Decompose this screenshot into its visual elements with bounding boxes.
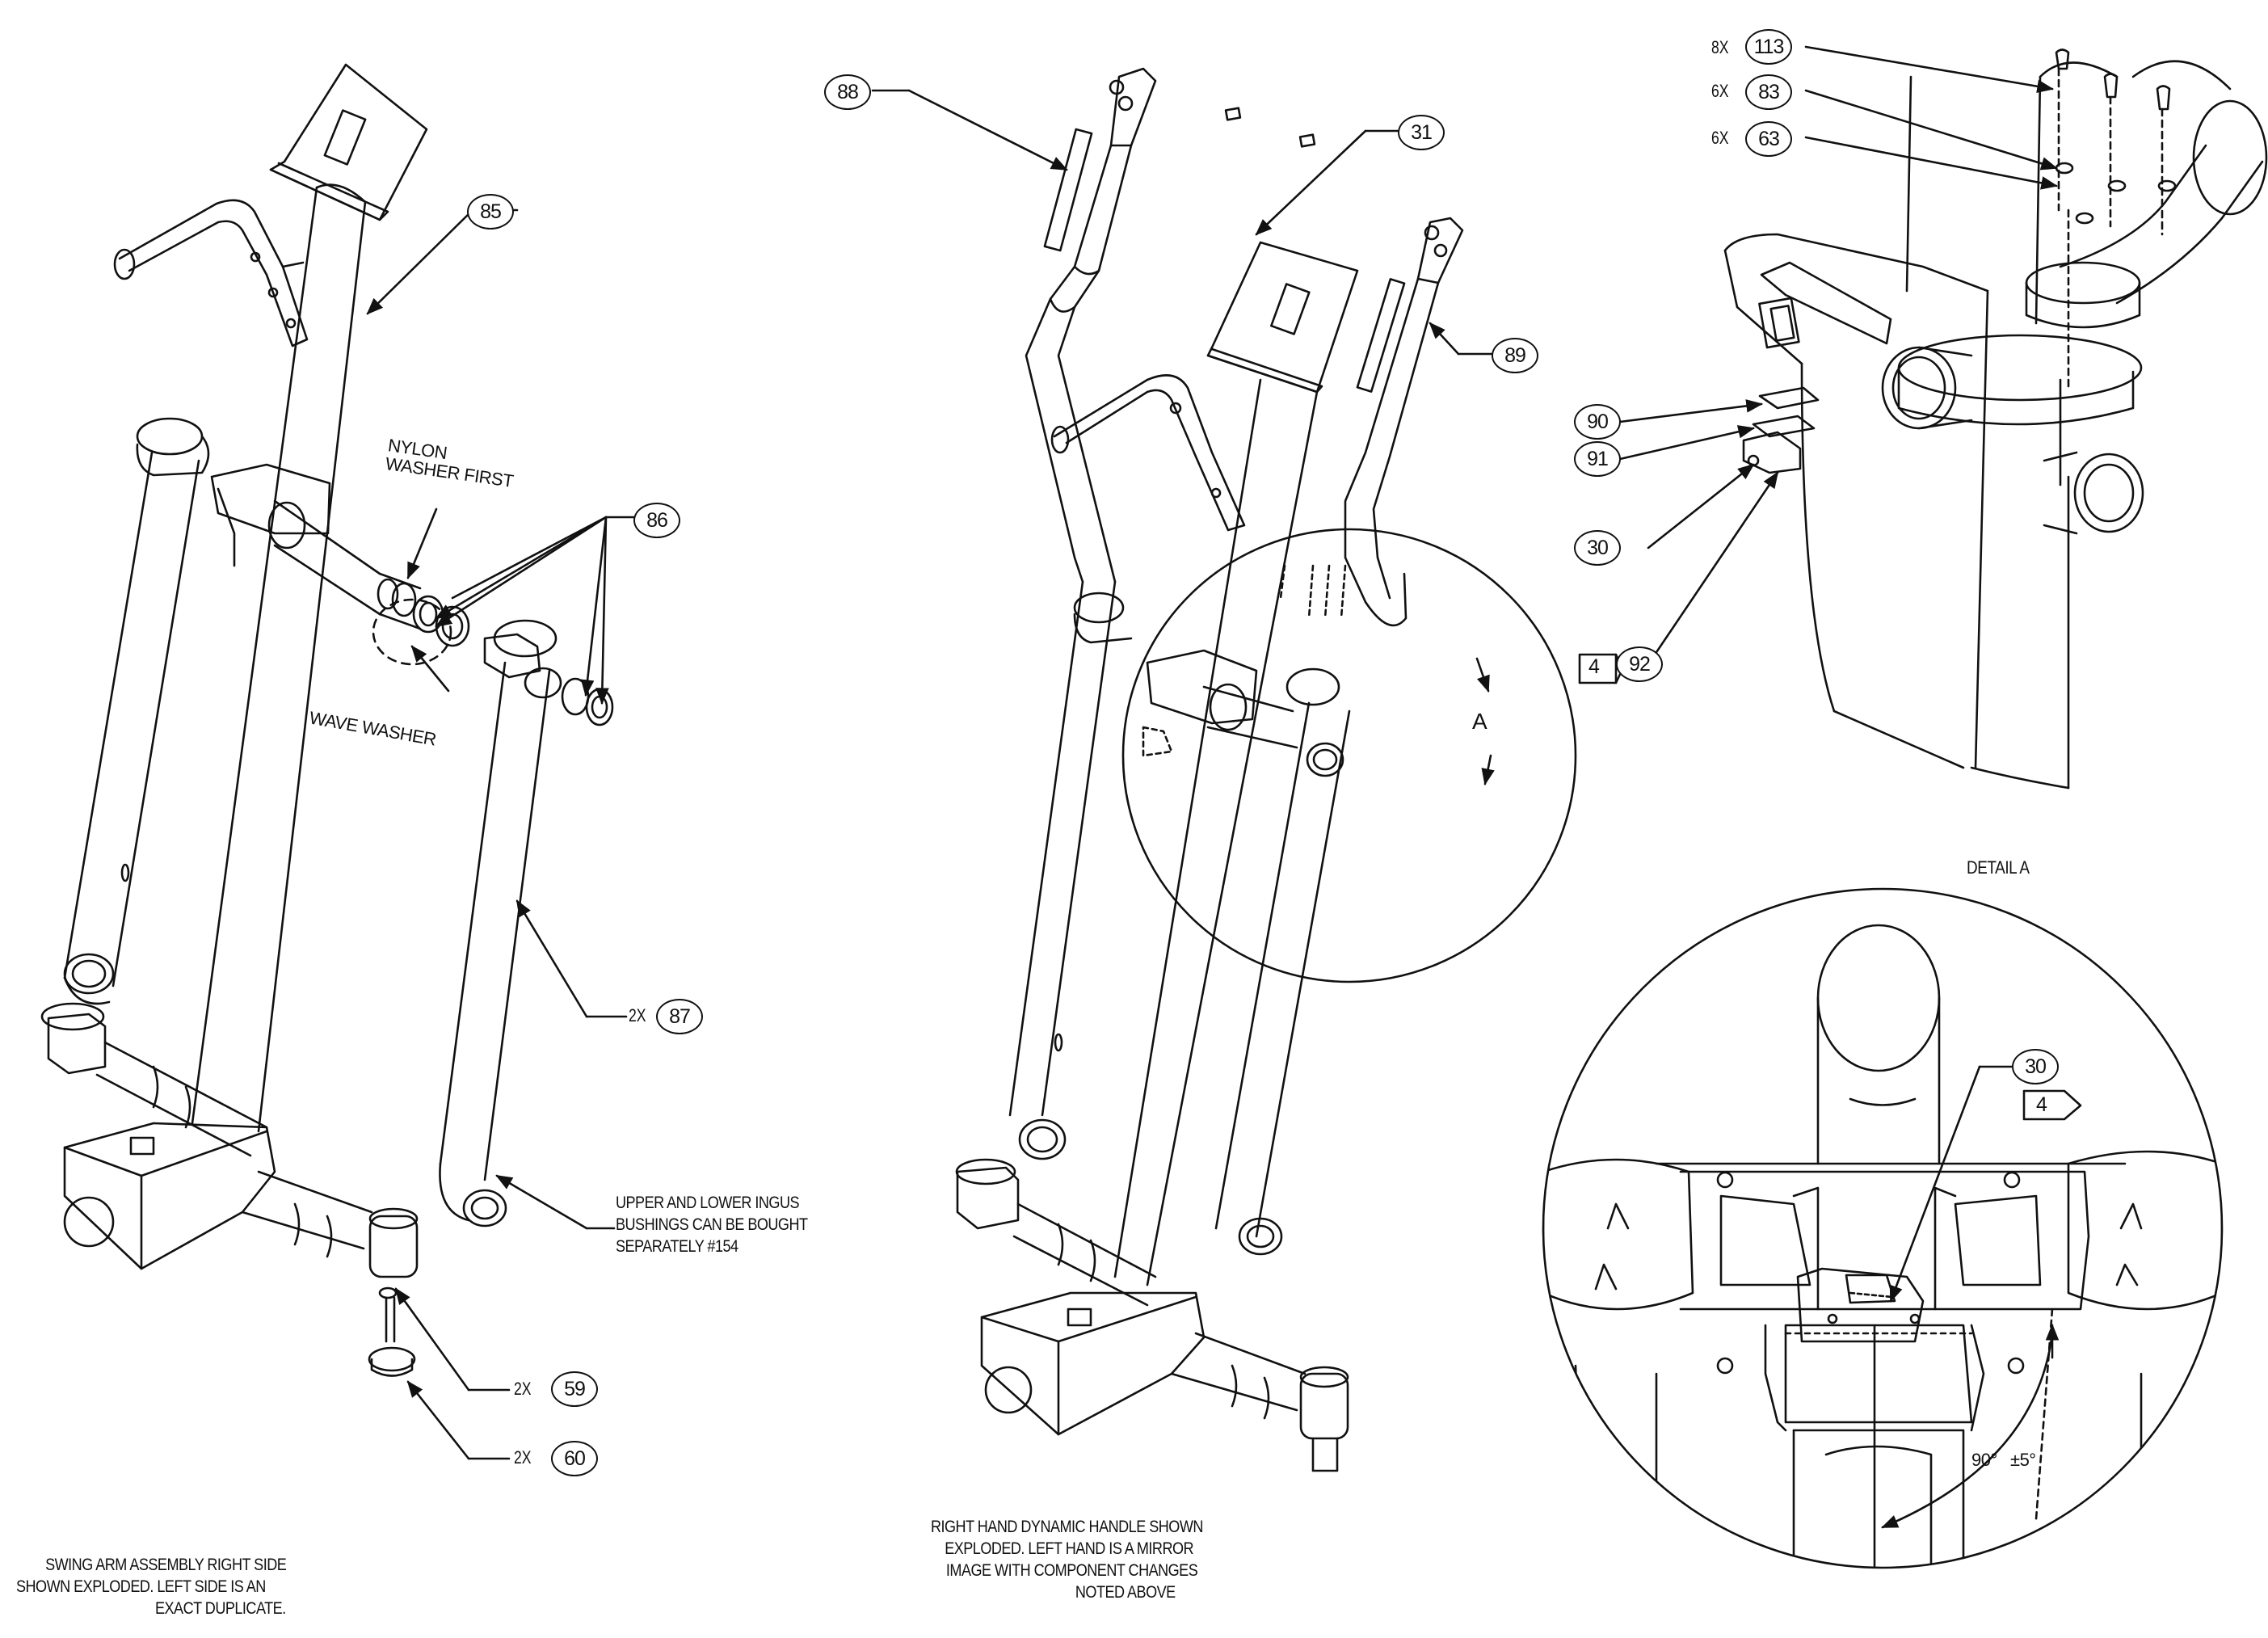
callout-88: 88	[824, 74, 871, 110]
qty-60: 2X	[514, 1447, 532, 1467]
center-assembly	[871, 67, 1577, 1472]
flag-4-detail: 4	[2036, 1093, 2047, 1116]
callout-90: 90	[1574, 404, 1621, 440]
swing-arm-note: SWING ARM ASSEMBLY RIGHT SIDE SHOWN EXPL…	[16, 1556, 287, 1618]
dynamic-handle-note: RIGHT HAND DYNAMIC HANDLE SHOWN EXPLODED…	[931, 1518, 1203, 1602]
callout-83: 83	[1745, 74, 1792, 110]
callout-89: 89	[1492, 338, 1538, 373]
detail-a-lower	[1542, 653, 2224, 1569]
qty-63: 6X	[1711, 128, 1729, 148]
callout-63: 63	[1745, 121, 1792, 157]
qty-83: 6X	[1711, 81, 1729, 101]
callout-85: 85	[467, 194, 514, 229]
callout-113: 113	[1745, 29, 1792, 65]
callout-87: 87	[656, 999, 703, 1034]
ingus-bushing-note: UPPER AND LOWER INGUS BUSHINGS CAN BE BO…	[616, 1194, 808, 1256]
qty-59: 2X	[514, 1379, 532, 1399]
qty-113: 8X	[1711, 37, 1729, 57]
callout-91: 91	[1574, 441, 1621, 477]
detail-a-title: DETAIL A	[1967, 857, 2030, 878]
callout-30-detail: 30	[2012, 1049, 2059, 1084]
detail-a-upper	[1618, 45, 2268, 790]
angle-label: 90°	[1971, 1450, 1997, 1470]
callout-92: 92	[1616, 646, 1663, 682]
qty-87: 2X	[629, 1005, 646, 1025]
tolerance-label: ±5°	[2010, 1450, 2036, 1470]
callout-30: 30	[1574, 530, 1621, 566]
callout-59: 59	[551, 1371, 598, 1407]
callout-86: 86	[633, 503, 680, 538]
left-assembly	[40, 63, 646, 1460]
detail-a-marker: A	[1472, 709, 1487, 734]
flag-4-upper: 4	[1588, 655, 1600, 678]
callout-60: 60	[551, 1441, 598, 1476]
callout-31: 31	[1398, 115, 1445, 150]
